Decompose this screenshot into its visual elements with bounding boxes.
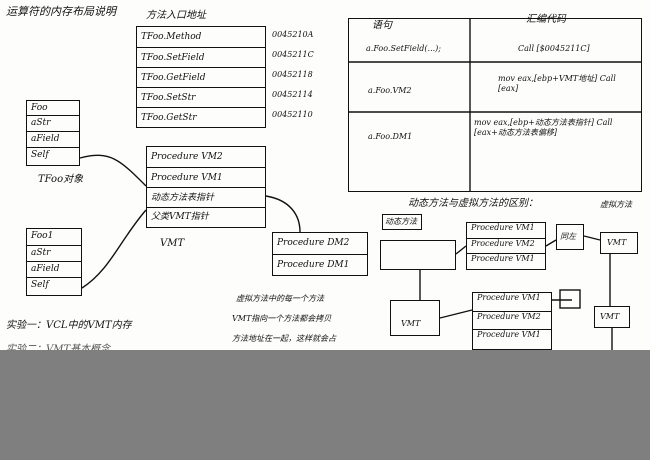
same-as-left-box: 同左 <box>556 224 584 250</box>
dyn-dmt2-row-1: Procedure VM1 <box>477 293 541 302</box>
foo-to-vmt-arrow <box>79 154 147 187</box>
virt-vmt-label: VMT <box>607 238 627 247</box>
dmt-row-dm2: Procedure DM2 <box>277 238 350 248</box>
mid-note-line-2: VMT指向一个方法都会拷贝 <box>232 314 332 323</box>
method-row-2: TFoo.SetField <box>137 47 265 67</box>
vmt-row-dmt-ptr: 动态方法表指针 <box>147 187 265 207</box>
method-row-5: TFoo.GetStr <box>137 107 265 127</box>
code-col-asm-header: 汇编代码 <box>526 14 566 25</box>
method-addr-3: 00452118 <box>272 70 313 79</box>
foo-object-name: Foo <box>31 103 48 113</box>
connector-lines <box>79 18 642 350</box>
dyn-dmt2-row-2: Procedure VM2 <box>473 311 551 329</box>
mid-note-line-3: 方法地址在一起，这样就会占 <box>232 334 336 343</box>
code-col-stmt-header: 语句 <box>372 20 392 31</box>
dyn-dmt-row-2: Procedure VM2 <box>467 238 545 253</box>
page-title: 运算符的内存布局说明 <box>6 5 116 18</box>
dyn-method-label: 动态方法 <box>385 217 417 226</box>
method-row-3: TFoo.GetField <box>137 67 265 87</box>
vmt-row-parent-ptr: 父类VMT指针 <box>147 207 265 226</box>
foo1-object-box: Foo1 aStr aField Self <box>26 228 82 296</box>
mid-note-line-1: 虚拟方法中的每一个方法 <box>236 294 324 303</box>
method-row-4: TFoo.SetStr <box>137 87 265 107</box>
notebook-page <box>0 0 650 350</box>
dyn-dmt-row-3: Procedure VM1 <box>467 253 545 268</box>
foo1-object-name: Foo1 <box>31 231 54 241</box>
code-stmt-3: a.Foo.DM1 <box>368 132 413 141</box>
vmt-row-vm2: Procedure VM2 <box>151 152 223 162</box>
dyn-vmt-box <box>380 240 456 270</box>
vmt-row-vm1: Procedure VM1 <box>147 167 265 187</box>
dyn-method-label-box: 动态方法 <box>382 214 422 230</box>
vmt-to-dmt-arrow <box>265 195 301 233</box>
virt-method-label: 虚拟方法 <box>600 200 632 209</box>
method-addr-4: 00452114 <box>272 90 313 99</box>
code-asm-2: mov eax,[ebp+VMT地址] Call [eax] <box>498 74 616 93</box>
method-addr-1: 0045210A <box>272 30 314 39</box>
experiment-2-note: 实验二：VMT基本概念 <box>6 344 110 356</box>
foo-field-afield: aField <box>27 131 79 147</box>
method-row-1: TFoo.Method <box>141 32 202 42</box>
dyn-dmt-box-2: Procedure VM1 Procedure VM2 Procedure VM… <box>472 292 552 350</box>
virt-vmt-box-2: VMT <box>594 306 630 328</box>
virt-vmt-box: VMT <box>600 232 638 254</box>
dyn-vmt-box-2: VMT <box>390 300 440 336</box>
foo-field-astr: aStr <box>27 115 79 131</box>
method-addr-5: 00452110 <box>272 110 313 119</box>
code-asm-3: mov eax,[ebp+动态方法表指针] Call [eax+动态方法表偏移] <box>474 118 613 137</box>
code-table <box>348 18 642 192</box>
dyn-dmt-box: Procedure VM1 Procedure VM2 Procedure VM… <box>466 222 546 270</box>
vmt-box: Procedure VM2 Procedure VM1 动态方法表指针 父类VM… <box>146 146 266 228</box>
virt-vmt-label-2: VMT <box>600 312 620 321</box>
code-stmt-1: a.Foo.SetField(...); <box>366 44 441 53</box>
vmt-caption: VMT <box>160 238 185 249</box>
experiment-1-note: 实验一：VCL中的VMT内存 <box>6 320 132 331</box>
foo1-field-astr: aStr <box>27 245 81 261</box>
dyn-dmt2-row-3: Procedure VM1 <box>473 329 551 347</box>
dyn-dmt-row-1: Procedure VM1 <box>471 223 535 232</box>
method-addr-2: 0045211C <box>272 50 314 59</box>
address-table-header: 方法入口地址 <box>146 10 206 21</box>
dyn-vs-virtual-note: 动态方法与虚拟方法的区别： <box>408 198 538 209</box>
foo1-field-self: Self <box>27 277 81 294</box>
foo-object-box: Foo aStr aField Self <box>26 100 80 166</box>
foo1-field-afield: aField <box>27 261 81 277</box>
bottom-gray-bar <box>0 350 650 460</box>
foo1-to-vmt-arrow <box>81 209 147 289</box>
dmt-row-dm1: Procedure DM1 <box>273 254 367 274</box>
code-stmt-2: a.Foo.VM2 <box>368 86 412 95</box>
method-address-table: TFoo.Method TFoo.SetField TFoo.GetField … <box>136 26 266 128</box>
dynamic-method-table: Procedure DM2 Procedure DM1 <box>272 232 368 276</box>
same-as-left-label: 同左 <box>560 232 576 241</box>
foo-field-self: Self <box>27 147 79 164</box>
code-asm-1: Call [$0045211C] <box>518 44 590 53</box>
dyn-vmt-label-2: VMT <box>401 319 421 328</box>
foo-object-caption: TFoo对象 <box>38 174 84 185</box>
